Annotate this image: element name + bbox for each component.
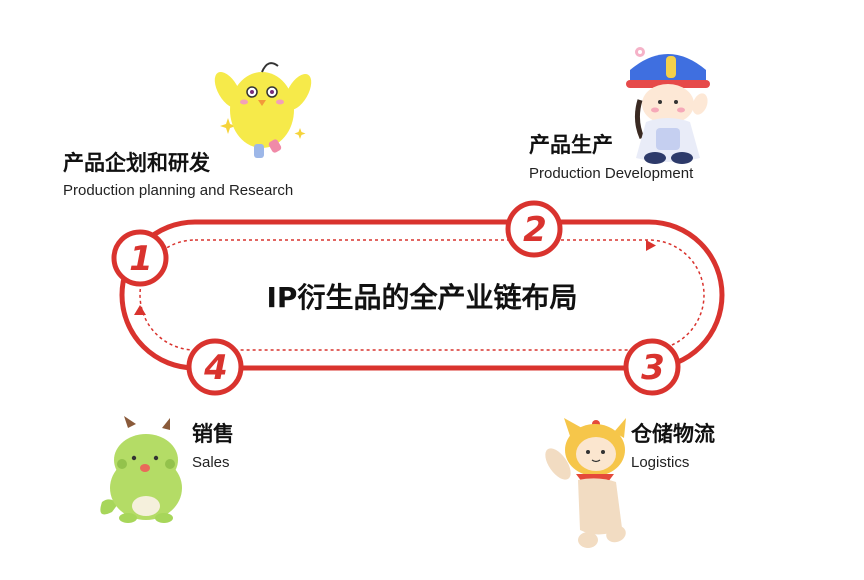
stage-badge-1-number: 1 bbox=[129, 239, 153, 279]
green-dragon-mascot bbox=[100, 416, 182, 523]
stage-2-title-en: Production Development bbox=[529, 165, 694, 182]
stage-badge-2: 2 bbox=[505, 200, 563, 258]
outer-loop-track bbox=[119, 219, 725, 371]
stage-badge-4-number: 4 bbox=[203, 348, 228, 388]
stage-badge-2-number: 2 bbox=[523, 210, 547, 250]
stage-3-title-zh: 仓储物流 bbox=[630, 422, 715, 446]
yellow-chick-mascot bbox=[214, 62, 312, 158]
stage-badge-3: 3 bbox=[623, 338, 681, 396]
stage-2-title-zh: 产品生产 bbox=[529, 133, 613, 157]
stage-4-title-en: Sales bbox=[192, 454, 230, 471]
stage-3-title-en: Logistics bbox=[631, 454, 689, 471]
stage-1-title-zh: 产品企划和研发 bbox=[63, 151, 211, 175]
stage-badge-3-number: 3 bbox=[641, 348, 665, 388]
flow-arrow-right bbox=[646, 240, 656, 251]
flow-arrow-left bbox=[134, 305, 146, 315]
cat-in-yellow-hood-mascot bbox=[545, 418, 626, 548]
cycle-loop bbox=[119, 219, 725, 371]
inner-dashed-loop bbox=[139, 239, 705, 351]
stage-badge-4: 4 bbox=[186, 338, 244, 396]
stage-badge-1: 1 bbox=[111, 229, 169, 287]
stage-4-title-zh: 销售 bbox=[192, 422, 234, 446]
center-title: IP衍生品的全产业链布局 bbox=[267, 281, 578, 314]
girl-with-blue-hat-mascot bbox=[626, 47, 710, 164]
stage-1-title-en: Production planning and Research bbox=[63, 182, 293, 199]
